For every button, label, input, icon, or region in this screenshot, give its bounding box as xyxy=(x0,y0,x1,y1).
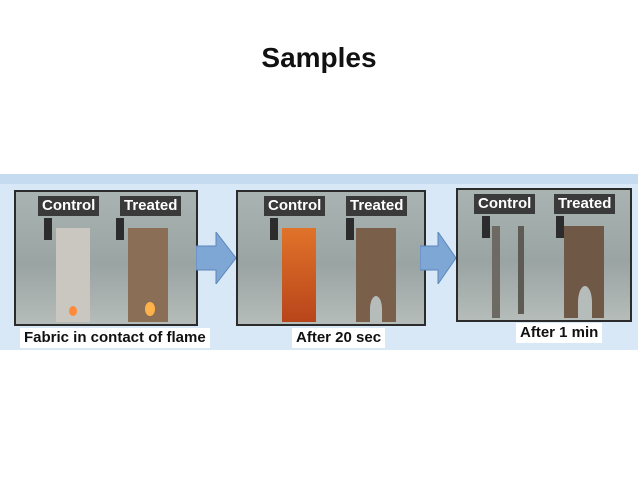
burn-hole xyxy=(370,296,382,322)
clamp-right xyxy=(346,218,354,240)
photo-panel-3: Control Treated xyxy=(456,188,632,322)
band-top-strip xyxy=(0,174,638,184)
right-arrow-icon xyxy=(196,232,236,284)
control-fabric-remnant xyxy=(518,226,524,314)
burn-hole xyxy=(578,286,592,318)
control-label: Control xyxy=(38,196,100,216)
flame-mark xyxy=(145,302,155,316)
control-label: Control xyxy=(474,194,536,214)
control-fabric-remnant xyxy=(492,226,500,318)
caption-3: After 1 min xyxy=(516,323,603,343)
caption-1: Fabric in contact of flame xyxy=(20,328,210,348)
caption-2: After 20 sec xyxy=(292,328,386,348)
control-fabric-strip xyxy=(282,228,316,322)
clamp-right xyxy=(556,216,564,238)
clamp-left xyxy=(482,216,490,238)
treated-label: Treated xyxy=(120,196,182,216)
control-label: Control xyxy=(264,196,326,216)
photo-panel-2: Control Treated xyxy=(236,190,426,326)
clamp-right xyxy=(116,218,124,240)
right-arrow-icon xyxy=(420,232,456,284)
treated-label: Treated xyxy=(346,196,408,216)
clamp-left xyxy=(44,218,52,240)
treated-label: Treated xyxy=(554,194,616,214)
flame-mark xyxy=(69,306,77,316)
clamp-left xyxy=(270,218,278,240)
slide-title: Samples xyxy=(261,42,377,73)
photo-panel-1: Control Treated xyxy=(14,190,198,326)
